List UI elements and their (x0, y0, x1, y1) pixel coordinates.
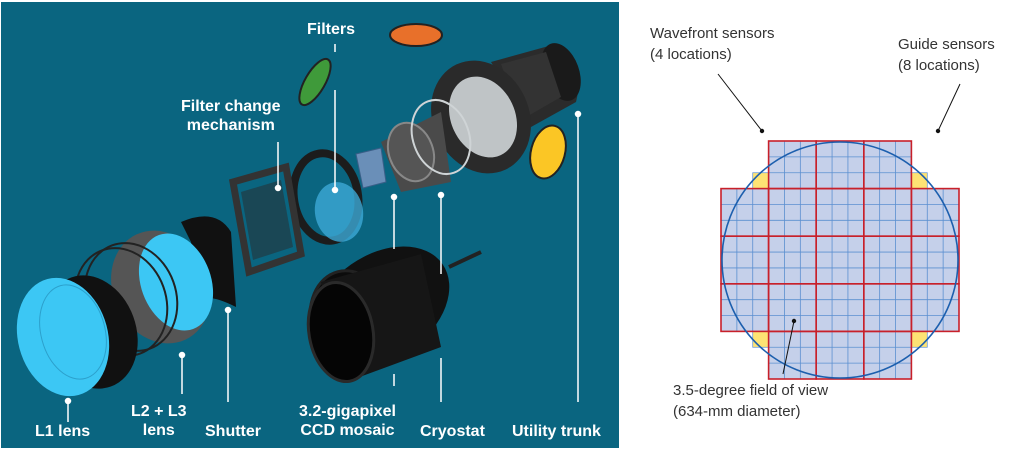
raft (863, 283, 912, 332)
raft (768, 283, 817, 332)
guide-leader-line (937, 83, 961, 132)
raft (816, 188, 864, 237)
yellow-filter (529, 124, 567, 180)
raft (768, 188, 817, 237)
wavefront-leader-dot (759, 128, 765, 134)
label-wavefront-sensors: Wavefront sensors (4 locations) (650, 23, 775, 65)
label-line: 3.5-degree field of view (673, 382, 829, 399)
shutter-frame (228, 162, 305, 277)
field-of-view-circle (721, 141, 959, 379)
label-line: Wavefront sensors (650, 25, 775, 42)
raft (863, 141, 912, 189)
label-ccd-mosaic: 3.2-gigapixel CCD mosaic (299, 402, 396, 440)
label-line: L2 + L3 (131, 403, 187, 420)
raft (863, 331, 912, 379)
raft (816, 331, 864, 379)
fov-leader-dot (791, 318, 797, 324)
label-filters: Filters (307, 21, 356, 38)
raft (768, 236, 817, 284)
label-l2-l3-lens: L2 + L3 lens (131, 402, 187, 440)
raft (863, 188, 912, 237)
label-line: lens (142, 422, 175, 439)
guide-leader-dot (935, 128, 941, 134)
label-filter-change-mechanism: Filter change mechanism (181, 97, 281, 135)
raft (816, 283, 864, 332)
label-line: (4 locations) (650, 46, 732, 63)
label-l1-lens: L1 lens (35, 423, 91, 440)
leader-lines (64, 44, 582, 422)
raft (721, 283, 769, 332)
label-shutter: Shutter (205, 423, 261, 440)
guide-sensor (911, 172, 928, 189)
label-line: (8 locations) (898, 57, 980, 74)
focal-plane-svg (717, 73, 961, 380)
guide-sensor (752, 172, 769, 189)
green-filter (298, 57, 332, 107)
raft-border (910, 282, 960, 333)
wavefront-leader-line (717, 73, 763, 132)
label-line: 3.2-gigapixel (299, 403, 396, 420)
exploded-camera-view: Filters Filter change mechanism L1 lens … (1, 2, 619, 448)
label-line: mechanism (186, 117, 275, 134)
label-field-of-view: 3.5-degree field of view (634-mm diamete… (673, 380, 828, 422)
ccd-mosaic (355, 147, 387, 189)
raft (768, 331, 817, 379)
fov-leader-line (782, 320, 795, 375)
label-line: CCD mosaic (300, 422, 395, 439)
shutter-ring (181, 216, 236, 307)
label-line: Guide sensors (898, 36, 995, 53)
label-utility-trunk: Utility trunk (512, 423, 601, 440)
raft (863, 236, 912, 284)
label-cryostat: Cryostat (420, 423, 485, 440)
cryostat-shroud (306, 246, 450, 384)
l1-lens (16, 275, 138, 397)
guide-sensor (752, 331, 769, 348)
raft (911, 283, 959, 332)
raft (721, 236, 769, 284)
focal-plane-diagram: Wavefront sensors (4 locations) Guide se… (620, 0, 1024, 451)
guide-sensor (911, 331, 928, 348)
raft (911, 236, 959, 284)
raft (816, 141, 864, 189)
cryostat (381, 60, 531, 192)
raft (721, 188, 769, 237)
raft (816, 236, 864, 284)
raft (911, 188, 959, 237)
label-line: Filter change (181, 98, 281, 115)
label-line: (634-mm diameter) (673, 403, 801, 420)
orange-filter (389, 23, 443, 47)
camera-illustration (16, 23, 582, 422)
label-guide-sensors: Guide sensors (8 locations) (898, 34, 995, 76)
raft-border (863, 330, 913, 380)
raft (768, 141, 817, 189)
